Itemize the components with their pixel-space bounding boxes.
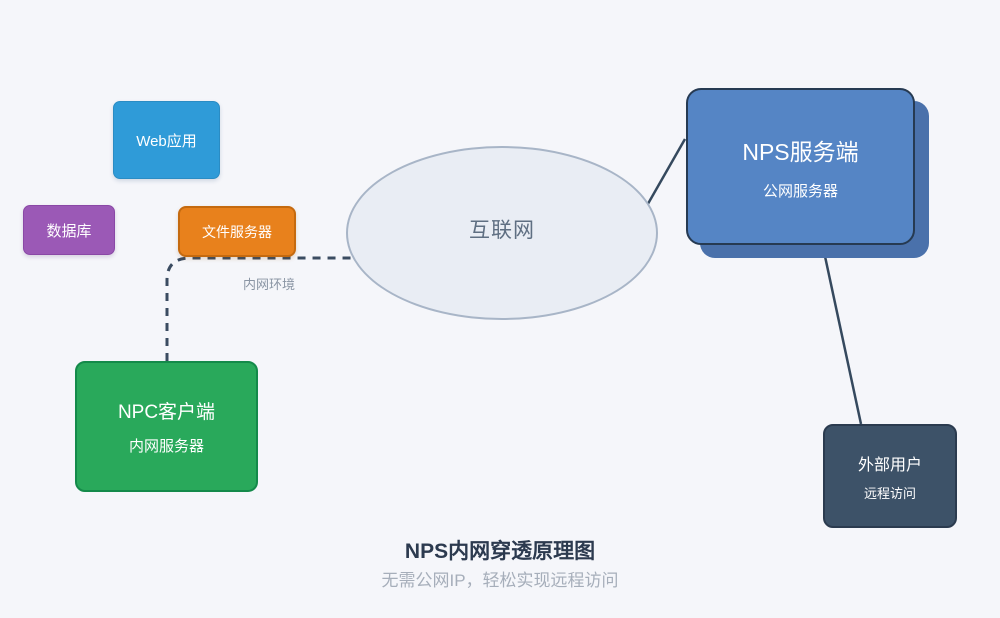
- nps-server-title: NPS服务端: [742, 138, 859, 165]
- external-user-subtitle: 远程访问: [863, 485, 916, 501]
- node-database: 数据库: [23, 205, 115, 255]
- intranet-env-label: 内网环境: [243, 277, 296, 292]
- node-web-app: Web应用: [113, 101, 220, 179]
- node-internet-ellipse: 互联网: [346, 146, 658, 320]
- node-internet-label: 互联网: [469, 219, 535, 242]
- node-file-server: 文件服务器: [178, 206, 296, 257]
- diagram-title: NPS内网穿透原理图: [404, 540, 596, 563]
- node-web-app-label: Web应用: [136, 132, 197, 150]
- diagram-subtitle: 无需公网IP，轻松实现远程访问: [381, 571, 619, 590]
- external-user-title: 外部用户: [857, 456, 922, 474]
- npc-client-subtitle: 内网服务器: [128, 438, 204, 455]
- npc-client-title: NPC客户端: [117, 402, 216, 423]
- node-nps-server: NPS服务端 公网服务器: [686, 88, 915, 245]
- node-npc-client: NPC客户端 内网服务器: [75, 361, 258, 492]
- node-external-user: 外部用户 远程访问: [823, 424, 957, 528]
- nps-server-subtitle: 公网服务器: [762, 182, 838, 200]
- node-database-label: 数据库: [46, 222, 92, 240]
- node-file-server-label: 文件服务器: [202, 223, 272, 240]
- edge-nps-to-external: [821, 246, 863, 425]
